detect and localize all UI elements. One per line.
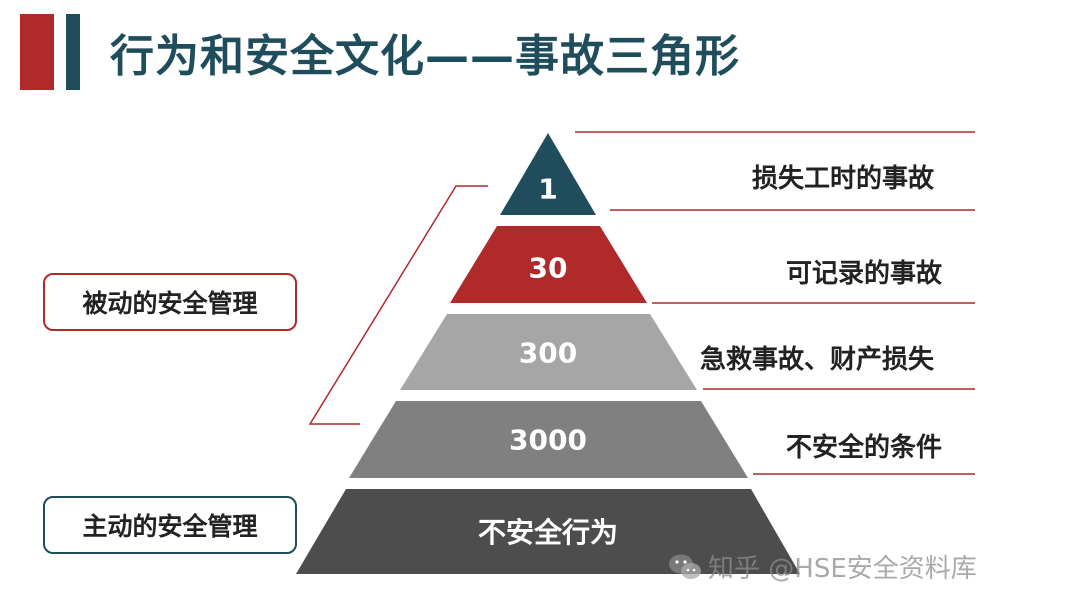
pyramid-layer-1 — [500, 133, 596, 215]
pyramid-layer-4 — [349, 401, 748, 478]
pyramid-layer-2 — [450, 226, 647, 303]
active-management-box: 主动的安全管理 — [43, 496, 297, 554]
pyramid-layer-5-value: 不安全行为 — [477, 516, 619, 549]
wechat-icon — [669, 554, 701, 579]
watermark: 知乎 @HSE安全资料库 — [668, 548, 977, 585]
header-accent-teal-bar — [66, 14, 80, 90]
pyramid-layer-5 — [296, 489, 800, 574]
label-unsafe-conditions: 不安全的条件 — [786, 433, 943, 463]
label-lost-time-accident: 损失工时的事故 — [752, 164, 935, 194]
passive-management-box: 被动的安全管理 — [43, 273, 297, 331]
label-recordable-accident: 可记录的事故 — [786, 259, 943, 289]
pyramid-layer-4-value: 3000 — [509, 423, 587, 457]
pyramid-layer-3-value: 300 — [518, 336, 578, 370]
pyramid-layer-2-value: 30 — [528, 251, 568, 285]
pyramid-layer-1-value: 1 — [538, 172, 558, 206]
header-accent-red-bar — [20, 14, 54, 90]
passive-management-bracket — [308, 185, 488, 425]
label-first-aid-property-loss: 急救事故、财产损失 — [700, 345, 935, 375]
pyramid-layer-3 — [400, 314, 697, 390]
page-title: 行为和安全文化——事故三角形 — [110, 31, 740, 82]
watermark-text: 知乎 @HSE安全资料库 — [708, 554, 977, 584]
